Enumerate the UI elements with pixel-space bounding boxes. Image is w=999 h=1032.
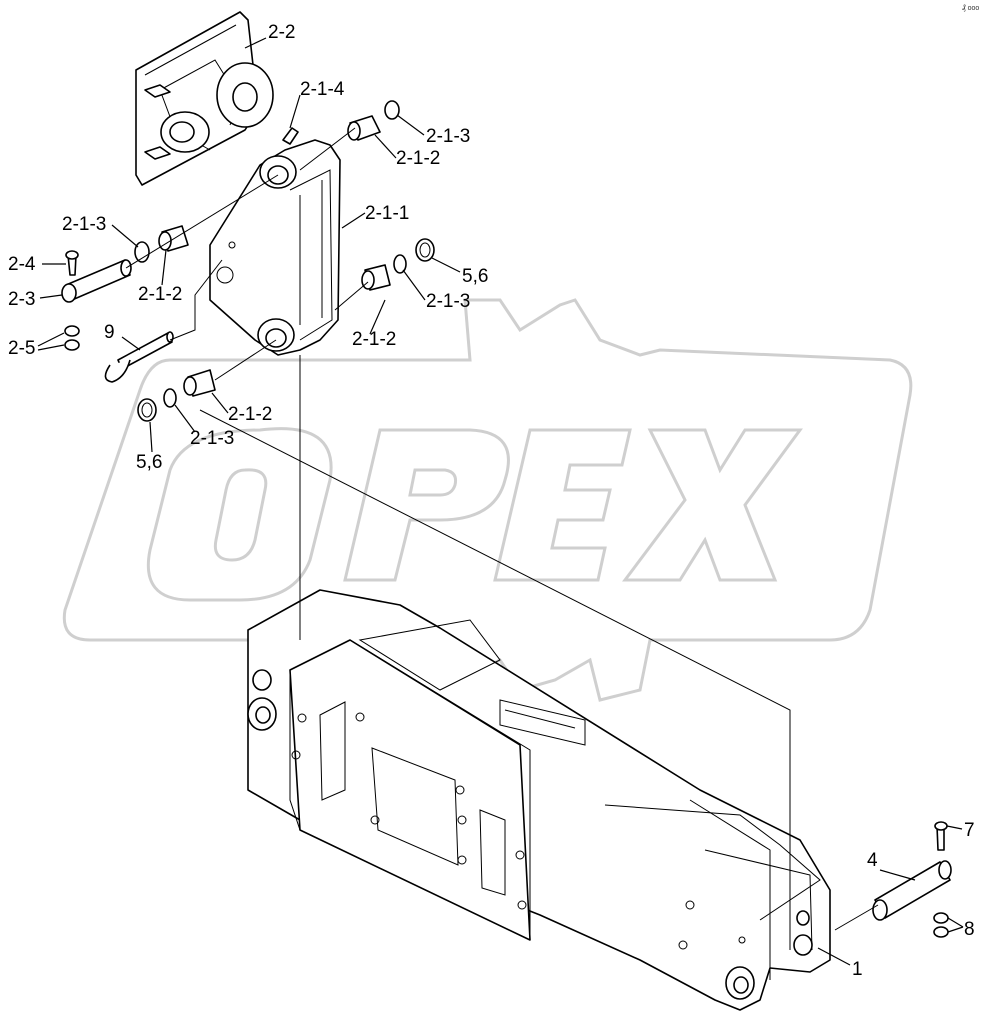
- label-7: 7: [964, 820, 975, 841]
- watermark-letter-e: [493, 428, 632, 582]
- alignment-lines: [125, 127, 879, 950]
- label-9: 9: [104, 322, 115, 343]
- label-2-1-3: 2-1-3: [62, 214, 106, 235]
- leader-lines: [37, 37, 964, 966]
- label-5-6: 5,6: [136, 452, 162, 473]
- label-2-1-1: 2-1-1: [365, 203, 409, 224]
- label-8: 8: [964, 919, 975, 940]
- part-labels: 2-2 2-1-4 2-1-3 2-1-2 2-1-3 2-1-1 2-4 2-…: [8, 22, 975, 980]
- label-2-1-2: 2-1-2: [228, 404, 272, 425]
- label-2-1-3: 2-1-3: [426, 126, 470, 147]
- opex-watermark: [62, 298, 913, 702]
- label-2-5: 2-5: [8, 338, 35, 359]
- label-2-4: 2-4: [8, 254, 36, 275]
- watermark-letter-x: [622, 428, 803, 582]
- watermark-letter-p: [343, 428, 510, 582]
- bushing-bottom: [137, 369, 216, 422]
- label-2-1-2: 2-1-2: [396, 148, 440, 169]
- watermark-gear-outline: [62, 298, 913, 702]
- corner-mark: ₰ ooo: [962, 5, 979, 12]
- label-2-1-2: 2-1-2: [352, 329, 396, 350]
- part-link-plate: [209, 127, 341, 356]
- bushing-right: [361, 238, 435, 291]
- label-2-1-3: 2-1-3: [426, 291, 470, 312]
- part-mounting-plate: [135, 11, 274, 186]
- pin-assembly-left: [61, 250, 132, 351]
- label-5-6: 5,6: [462, 266, 488, 287]
- bushing-left: [134, 225, 189, 263]
- label-2-3: 2-3: [8, 289, 35, 310]
- label-1: 1: [852, 959, 863, 980]
- frame-bolt-holes: [291, 712, 746, 950]
- label-2-1-4: 2-1-4: [300, 79, 345, 100]
- part-main-frame: [247, 589, 831, 1011]
- pin-nine: [104, 331, 174, 383]
- watermark-letter-o: [146, 427, 333, 602]
- bushing-top: [347, 100, 400, 141]
- label-2-1-2: 2-1-2: [138, 284, 182, 305]
- label-2-1-3: 2-1-3: [190, 428, 234, 449]
- label-4: 4: [867, 850, 878, 871]
- label-2-2: 2-2: [268, 22, 295, 43]
- pin-assembly-right: [872, 821, 952, 938]
- bushings-and-rings: [134, 100, 435, 422]
